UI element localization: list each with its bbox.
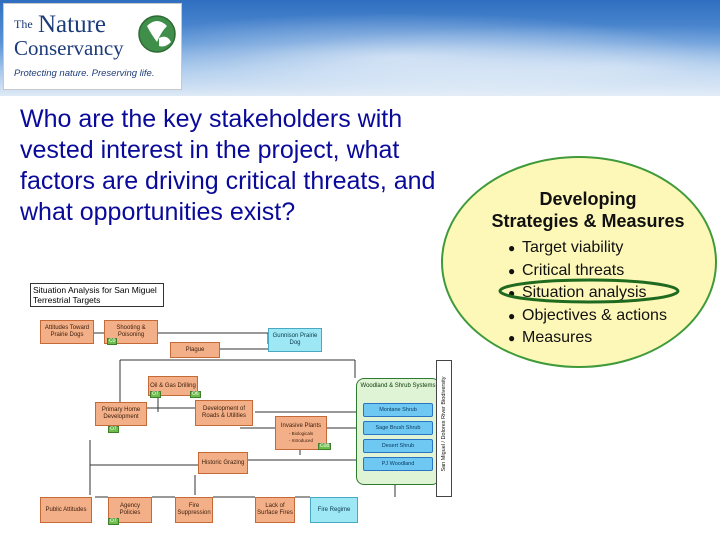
tag-oilgas-b: O6 [190,391,201,398]
list-item: ● Critical threats [508,260,667,283]
bullet-icon: ● [508,308,516,323]
invasive-sub2: - Introduced [288,437,313,443]
strategies-oval [441,156,717,368]
list-item-label: Measures [522,329,593,346]
nature-conservancy-logo: The Nature Conservancy Protecting nature… [3,3,182,90]
list-item: ● Situation analysis [508,282,667,305]
list-item-label: Objectives & actions [522,306,667,324]
bullet-icon: ● [508,331,516,345]
strategies-title: Developing Strategies & Measures [460,188,716,232]
globe-leaf-icon [138,15,176,53]
bullet-icon: ● [508,241,516,255]
node-fire-regime: Fire Regime [310,497,358,523]
invasive-sub1: - Biologicals [288,430,314,436]
target-desert: Desert Shrub [363,439,433,453]
logo-the: The [14,17,33,31]
highlight-ring [498,278,680,304]
node-attitudes: Attitudes Toward Prairie Dogs [40,320,94,344]
woodland-label: Woodland & Shrub Systems [360,383,436,389]
strategies-title-line1: Developing [539,189,637,209]
node-historic: Historic Grazing [198,452,248,474]
list-item-label: Target viability [522,239,624,256]
node-primary-home: Primary Home Development [95,402,147,426]
list-item: ● Measures [508,327,667,350]
target-montane: Montane Shrub [363,403,433,417]
node-shooting: Shooting & Poisoning [104,320,158,344]
node-fire-suppression: Fire Suppression [175,497,213,523]
slide-question: Who are the key stakeholders with vested… [20,105,436,226]
invasive-label: Invasive Plants [280,422,322,429]
list-item-label: Critical threats [522,261,625,279]
list-item: ● Objectives & actions [508,305,667,328]
node-public: Public Attitudes [40,497,92,523]
list-item: ● Target viability [508,237,667,260]
logo-line1: Nature [38,11,107,38]
woodland-shrub-group: Woodland & Shrub Systems Montane Shrub S… [356,378,440,485]
node-agency: Agency Policies [108,497,152,523]
target-sage: Sage Brush Shrub [363,421,433,435]
tag-shooting: C0 [107,338,118,345]
side-label: San Miguel / Dolores River Biodiversity [441,376,447,472]
bullet-icon: ● [508,286,516,300]
logo-line2: Conservancy [14,36,124,60]
diagram-title: Situation Analysis for San Miguel Terres… [30,283,164,307]
tag-invasive: C08 [318,443,332,450]
list-item-label: Situation analysis [522,284,647,301]
tag-oilgas-a: O7 [150,391,161,398]
strategies-list: ● Target viability ● Critical threats ● Sit… [508,237,667,350]
node-roads: Development of Roads & Utilities [195,400,253,426]
bullet-icon: ● [508,263,516,278]
strategies-title-line2: Strategies & Measures [491,211,685,231]
target-pj: PJ Woodland [363,457,433,471]
node-plague: Plague [170,342,220,358]
tag-primary: O7 [108,426,119,433]
node-lack-fires: Lack of Surface Fires [255,497,295,523]
node-gunnison: Gunnison Prairie Dog [268,328,322,352]
logo-tagline: Protecting nature. Preserving life. [14,68,155,79]
side-label-frame: San Miguel / Dolores River Biodiversity [436,360,452,497]
tag-agency: O7 [108,518,119,525]
